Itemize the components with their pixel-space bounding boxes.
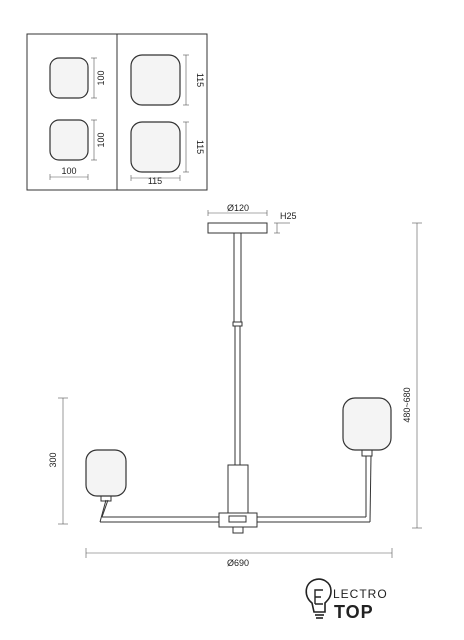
shade-dimension-inset: 100 100 100 115 115 115 xyxy=(26,33,208,191)
right-shade xyxy=(342,397,392,451)
logo-line1: LECTRO xyxy=(333,587,388,601)
large-shade-bottom xyxy=(130,121,181,173)
small-shade-top xyxy=(49,57,89,99)
hub xyxy=(218,512,258,528)
left-shade xyxy=(85,449,127,497)
canopy xyxy=(207,222,268,234)
large-width-label: 115 xyxy=(148,176,162,186)
canopy-height-label: H25 xyxy=(280,211,297,221)
small-top-height-label: 100 xyxy=(96,70,106,85)
electrotop-logo: LECTRO TOP xyxy=(305,578,388,622)
bulb-icon xyxy=(305,578,332,619)
arm-height-label: 300 xyxy=(48,452,58,467)
left-socket xyxy=(100,495,112,502)
small-bottom-height-label: 100 xyxy=(96,132,106,147)
canopy-diameter-label: Ø120 xyxy=(227,203,249,213)
large-bottom-height-label: 115 xyxy=(195,140,205,154)
large-top-height-label: 115 xyxy=(195,73,205,87)
chandelier-drawing: Ø120 H25 xyxy=(48,203,422,568)
small-width-label: 100 xyxy=(61,166,76,176)
large-shade-top xyxy=(130,54,181,106)
central-body xyxy=(227,464,249,514)
logo-line2: TOP xyxy=(334,602,374,622)
total-height-label: 480~680 xyxy=(402,387,412,422)
small-shade-bottom xyxy=(49,119,89,161)
span-label: Ø690 xyxy=(227,558,249,568)
right-socket xyxy=(361,449,373,457)
